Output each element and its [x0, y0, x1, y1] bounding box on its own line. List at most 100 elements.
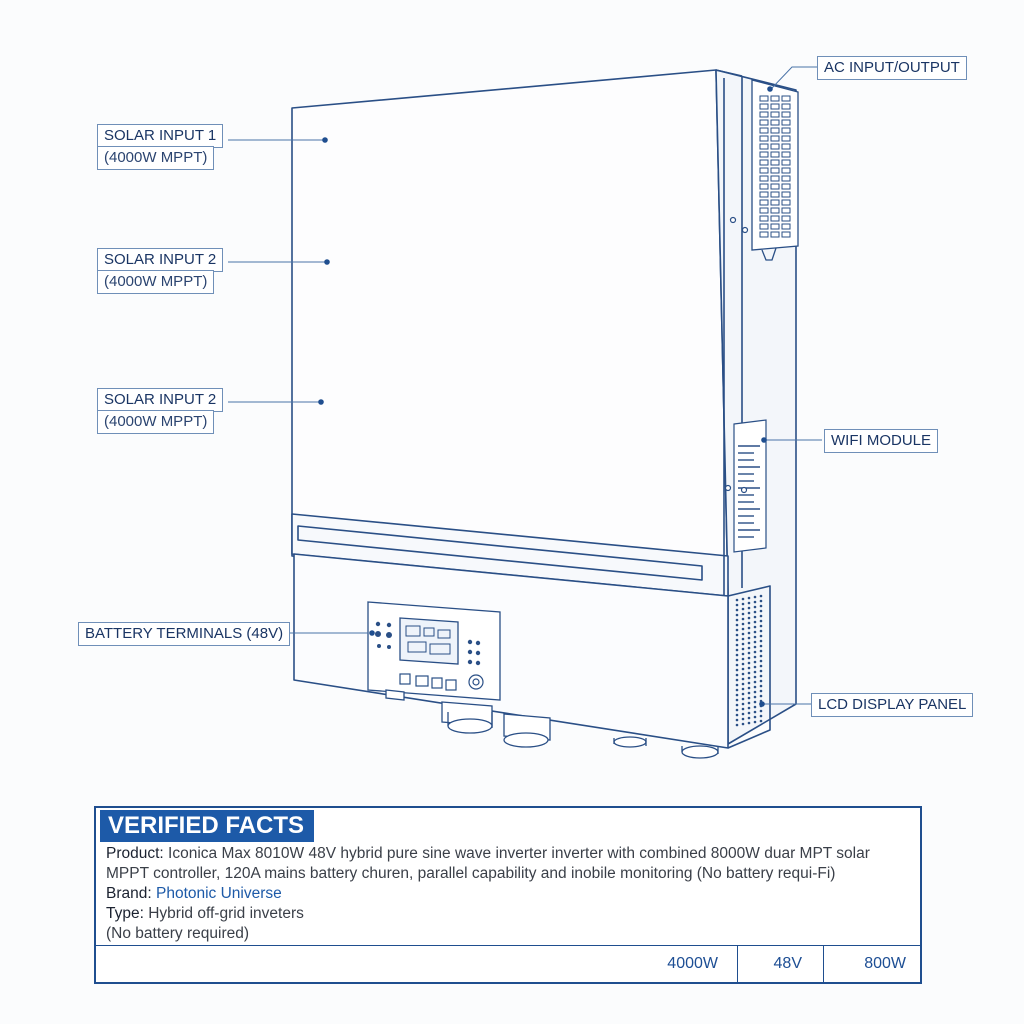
grille-hole — [759, 659, 763, 663]
vent-slot — [770, 135, 780, 142]
grille-hole — [759, 714, 763, 718]
vent-slot — [770, 183, 780, 190]
product-key: Product: — [106, 845, 164, 862]
grille-hole — [759, 644, 763, 648]
grille-hole — [741, 722, 745, 726]
grille-hole — [735, 608, 739, 612]
type-line: Type: Hybrid off-grid inveters — [106, 904, 902, 924]
vent-slot — [759, 207, 769, 214]
vent-slot — [759, 231, 769, 238]
grille-hole — [741, 692, 745, 696]
grille-hole — [735, 658, 739, 662]
facts-body: Product: Iconica Max 8010W 48V hybrid pu… — [106, 844, 902, 944]
callout-solar-input-3-detail: (4000W MPPT) — [97, 410, 215, 434]
grille-hole — [735, 678, 739, 682]
grille-hole — [759, 654, 763, 658]
vent-slot — [770, 143, 780, 150]
grille-hole — [759, 679, 763, 683]
grille-hole — [747, 596, 751, 600]
vent-slot — [770, 231, 780, 238]
grille-hole — [759, 634, 763, 638]
callout-battery-terminals: BATTERY TERMINALS (48V) — [78, 622, 291, 646]
spec-divider — [737, 946, 738, 982]
grille-hole — [741, 597, 745, 601]
grille-hole — [735, 718, 739, 722]
grille-hole — [735, 668, 739, 672]
grille-hole — [753, 695, 757, 699]
grille-hole — [735, 698, 739, 702]
grille-hole — [747, 626, 751, 630]
vent-slot — [759, 183, 769, 190]
grille-hole — [759, 709, 763, 713]
grille-hole — [741, 627, 745, 631]
grille-hole — [759, 694, 763, 698]
spec-output: 800W — [864, 955, 906, 972]
vent-slot — [770, 175, 780, 182]
vent-slot — [781, 231, 791, 238]
brand-value: Photonic Universe — [155, 885, 282, 902]
grille-hole — [747, 691, 751, 695]
vent-slot — [781, 135, 791, 142]
facts-title: VERIFIED FACTS — [100, 810, 315, 842]
grille-hole — [741, 612, 745, 616]
vent-slot — [781, 167, 791, 174]
vent-slot — [759, 127, 769, 134]
grille-hole — [735, 638, 739, 642]
grille-hole — [741, 632, 745, 636]
vent-slot — [770, 159, 780, 166]
grille-hole — [747, 611, 751, 615]
grille-hole — [741, 662, 745, 666]
grille-hole — [753, 690, 757, 694]
grille-hole — [747, 651, 751, 655]
grille-hole — [741, 642, 745, 646]
grille-hole — [735, 633, 739, 637]
grille-hole — [741, 602, 745, 606]
vent-slot — [770, 199, 780, 206]
grille-hole — [759, 619, 763, 623]
vent-slot — [781, 175, 791, 182]
vent-slot — [781, 223, 791, 230]
grille-hole — [747, 616, 751, 620]
grille-hole — [747, 706, 751, 710]
verified-facts-box: VERIFIED FACTS Product: Iconica Max 8010… — [94, 806, 922, 984]
grille-hole — [735, 628, 739, 632]
grille-hole — [753, 680, 757, 684]
grille-hole — [735, 693, 739, 697]
grille-hole — [735, 723, 739, 727]
grille-hole — [747, 601, 751, 605]
vent-slot — [759, 119, 769, 126]
vent-slot — [770, 119, 780, 126]
grille-hole — [753, 665, 757, 669]
wifi-label-sticker — [733, 419, 767, 553]
grille-hole — [747, 676, 751, 680]
grille-hole — [747, 636, 751, 640]
grille-hole — [753, 630, 757, 634]
specs-row: 4000W 48V 800W — [96, 945, 920, 982]
vent-slot — [759, 215, 769, 222]
grille-hole — [735, 643, 739, 647]
callout-solar-input-1: SOLAR INPUT 1 — [97, 124, 224, 148]
brand-key: Brand: — [106, 885, 152, 902]
grille-hole — [747, 631, 751, 635]
ac-vent-block — [751, 79, 799, 261]
vent-slot — [781, 207, 791, 214]
grille-hole — [759, 669, 763, 673]
vent-slot — [781, 159, 791, 166]
grille-hole — [747, 606, 751, 610]
cable-glands — [385, 689, 719, 759]
grille-hole — [747, 701, 751, 705]
callout-ac-input-output: AC INPUT/OUTPUT — [817, 56, 967, 80]
grille-hole — [759, 674, 763, 678]
grille-hole — [741, 687, 745, 691]
vent-slot — [759, 151, 769, 158]
grille-hole — [753, 705, 757, 709]
grille-hole — [753, 650, 757, 654]
vent-slot — [781, 95, 791, 102]
grille-hole — [747, 641, 751, 645]
grille-hole — [753, 645, 757, 649]
grille-hole — [747, 656, 751, 660]
vent-slot — [759, 223, 769, 230]
vent-slot — [770, 223, 780, 230]
vent-slot — [781, 103, 791, 110]
grille-hole — [759, 664, 763, 668]
